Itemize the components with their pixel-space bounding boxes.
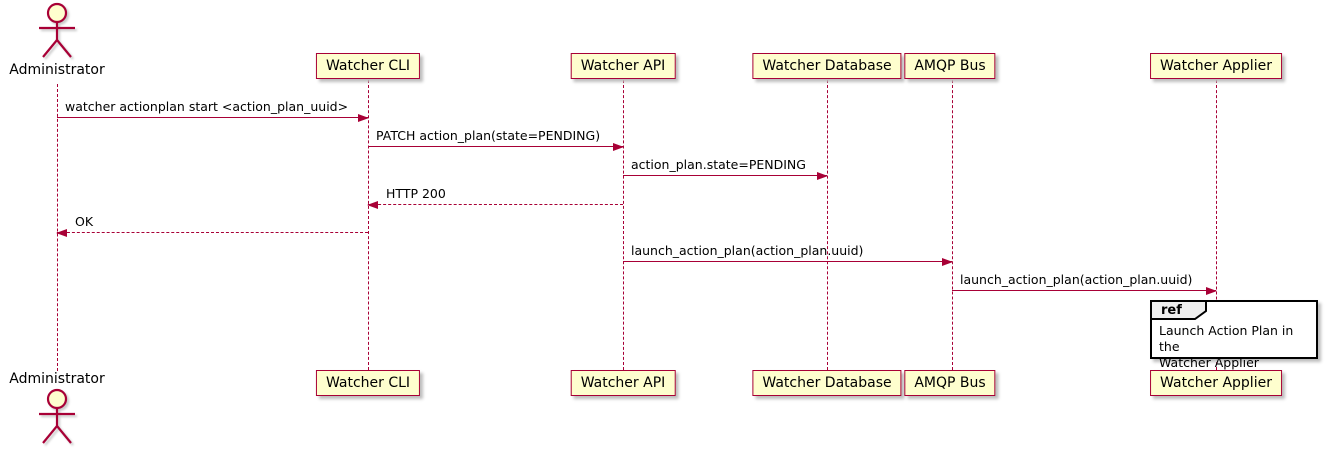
arrowhead-icon (367, 201, 378, 209)
lifeline-watcher-database (826, 80, 828, 370)
ref-keyword: ref (1161, 303, 1182, 318)
arrowhead-icon (942, 258, 953, 266)
message-label: OK (75, 214, 94, 229)
lifeline-watcher-api (622, 80, 624, 370)
ref-text-line1: Launch Action Plan in the (1159, 323, 1294, 354)
participant-watcher-applier-top: Watcher Applier (1150, 53, 1282, 79)
actor-head (46, 388, 68, 410)
ref-text-line2: Watcher Applier (1159, 355, 1259, 370)
message-patch-action-plan: PATCH action_plan(state=PENDING) (368, 126, 624, 151)
participant-amqp-bus-top: AMQP Bus (904, 53, 996, 79)
ref-body: Launch Action Plan in the Watcher Applie… (1159, 323, 1316, 371)
message-label: watcher actionplan start <action_plan_uu… (65, 99, 349, 114)
participant-watcher-cli-top: Watcher CLI (315, 53, 421, 79)
actor-head (46, 2, 68, 24)
message-label: launch_action_plan(action_plan.uuid) (960, 272, 1193, 287)
message-start-actionplan: watcher actionplan start <action_plan_uu… (57, 97, 369, 122)
participant-watcher-database-bottom: Watcher Database (752, 370, 902, 396)
message-label: HTTP 200 (386, 186, 446, 201)
message-launch-action-plan-applier: launch_action_plan(action_plan.uuid) (952, 270, 1217, 295)
lifeline-amqp-bus (951, 80, 953, 370)
message-launch-action-plan-amqp: launch_action_plan(action_plan.uuid) (623, 241, 953, 266)
message-db-state-pending: action_plan.state=PENDING (623, 155, 828, 180)
message-label: action_plan.state=PENDING (631, 157, 806, 172)
lifeline-watcher-applier (1215, 80, 1217, 370)
participant-watcher-cli-bottom: Watcher CLI (315, 370, 421, 396)
participant-amqp-bus-bottom: AMQP Bus (904, 370, 996, 396)
message-label: PATCH action_plan(state=PENDING) (376, 128, 601, 143)
lifeline-watcher-cli (367, 80, 369, 370)
ref-fragment: ref Launch Action Plan in the Watcher Ap… (1150, 300, 1318, 370)
actor-icon (39, 2, 75, 58)
ref-tab (1150, 300, 1207, 320)
participant-watcher-database-top: Watcher Database (752, 53, 902, 79)
arrowhead-icon (56, 229, 67, 237)
arrowhead-icon (817, 172, 828, 180)
actor-label-bottom: Administrator (9, 371, 105, 387)
participant-watcher-applier-bottom: Watcher Applier (1150, 370, 1282, 396)
actor-label-top: Administrator (9, 62, 105, 78)
message-ok: OK (56, 212, 368, 237)
participant-watcher-api-top: Watcher API (570, 53, 676, 79)
arrowhead-icon (613, 143, 624, 151)
participant-watcher-api-bottom: Watcher API (570, 370, 676, 396)
arrowhead-icon (1206, 287, 1217, 295)
message-label: launch_action_plan(action_plan.uuid) (631, 243, 864, 258)
arrowhead-icon (358, 114, 369, 122)
message-http-200: HTTP 200 (367, 184, 623, 209)
lifeline-administrator (56, 84, 58, 371)
actor-icon (39, 388, 75, 444)
